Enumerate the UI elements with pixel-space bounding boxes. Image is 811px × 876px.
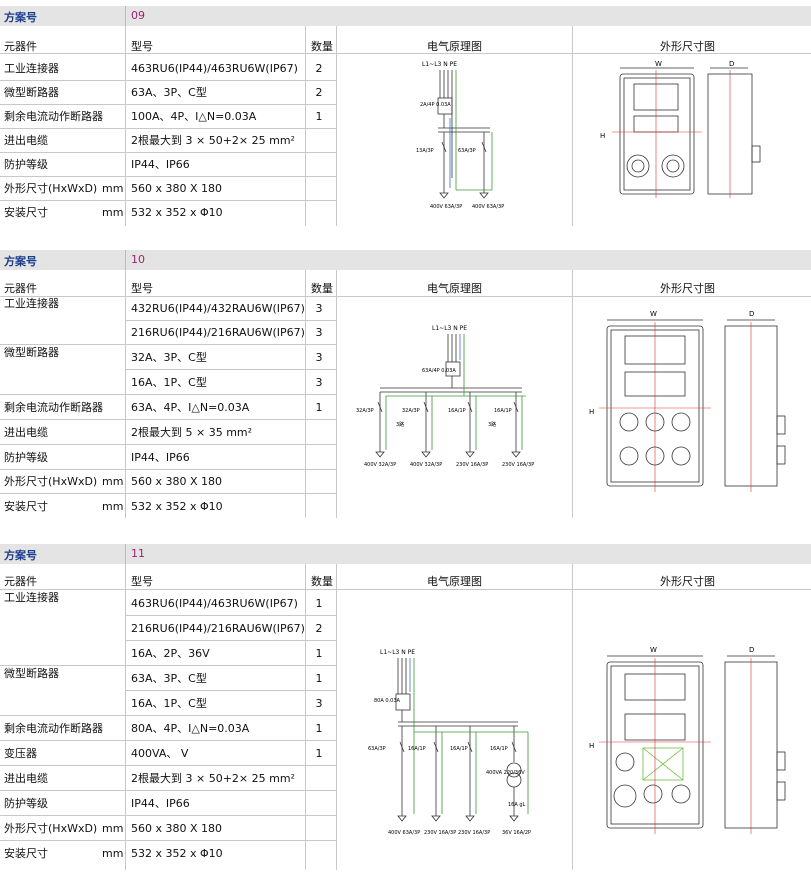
plan-label: 方案号 — [4, 255, 37, 268]
svg-text:16A/1P: 16A/1P — [448, 408, 466, 414]
outline-drawing: W D H — [589, 646, 786, 834]
plan-label: 方案号 — [4, 549, 37, 562]
col-model: 型号 — [131, 282, 153, 295]
outline-drawing: W D H — [589, 310, 786, 492]
schematic-diagram: L1~L3 N PE 80A 0.03A 63A/3P 16A/1P 16A/1… — [368, 649, 531, 836]
svg-text:36V 16A/2P: 36V 16A/2P — [502, 830, 531, 836]
schematic-diagram: L1~L3 N PE 2A/4P 0.03A 13A/3P 63A/3P 400… — [416, 61, 504, 210]
plan-header: 方案号 09 — [0, 6, 811, 26]
svg-text:H: H — [589, 742, 594, 750]
plan-number: 10 — [131, 253, 145, 266]
svg-text:D: D — [749, 310, 754, 318]
col-quantity: 数量 — [311, 282, 333, 295]
outline-drawing: W D H — [600, 60, 761, 198]
col-model: 型号 — [131, 575, 153, 588]
svg-text:16A/1P: 16A/1P — [494, 408, 512, 414]
svg-text:16A/1P: 16A/1P — [408, 746, 426, 752]
col-component: 元器件 — [4, 282, 37, 295]
plan-number: 09 — [131, 9, 145, 22]
col-component: 元器件 — [4, 575, 37, 588]
col-quantity: 数量 — [311, 40, 333, 53]
svg-text:D: D — [729, 60, 734, 68]
svg-text:2A/4P 0.03A: 2A/4P 0.03A — [420, 102, 451, 108]
col-outline: 外形尺寸图 — [660, 282, 715, 295]
svg-text:L1~L3 N PE: L1~L3 N PE — [432, 325, 467, 332]
col-quantity: 数量 — [311, 575, 333, 588]
svg-text:W: W — [655, 60, 662, 68]
svg-text:32A/3P: 32A/3P — [356, 408, 374, 414]
svg-text:W: W — [650, 646, 657, 654]
svg-text:3路: 3路 — [396, 421, 404, 428]
col-component: 元器件 — [4, 40, 37, 53]
svg-text:400V 32A/3P: 400V 32A/3P — [410, 462, 442, 468]
plan-number: 11 — [131, 547, 145, 560]
svg-text:16A/1P: 16A/1P — [490, 746, 508, 752]
svg-text:400V 32A/3P: 400V 32A/3P — [364, 462, 396, 468]
svg-text:16A gL: 16A gL — [508, 802, 526, 808]
svg-text:H: H — [589, 408, 594, 416]
svg-text:80A 0.03A: 80A 0.03A — [374, 698, 401, 704]
svg-text:13A/3P: 13A/3P — [416, 148, 434, 154]
schematic-diagram: L1~L3 N PE 63A/4P 0.03A 32A/3P 32A/3P 16… — [356, 325, 534, 468]
svg-text:230V 16A/3P: 230V 16A/3P — [502, 462, 534, 468]
svg-text:400V 63A/3P: 400V 63A/3P — [472, 204, 504, 210]
svg-text:16A/1P: 16A/1P — [450, 746, 468, 752]
svg-text:H: H — [600, 132, 605, 140]
svg-text:L1~L3 N PE: L1~L3 N PE — [422, 61, 457, 68]
svg-text:400VA 220/36V: 400VA 220/36V — [486, 770, 525, 776]
svg-text:63A/3P: 63A/3P — [368, 746, 386, 752]
plan-header: 方案号 11 — [0, 544, 811, 564]
plan-header: 方案号 10 — [0, 250, 811, 270]
plan-label: 方案号 — [4, 11, 37, 24]
svg-text:400V 63A/3P: 400V 63A/3P — [388, 830, 420, 836]
svg-text:32A/3P: 32A/3P — [402, 408, 420, 414]
col-schematic: 电气原理图 — [427, 40, 482, 53]
svg-text:D: D — [749, 646, 754, 654]
svg-text:400V 63A/3P: 400V 63A/3P — [430, 204, 462, 210]
svg-text:230V 16A/3P: 230V 16A/3P — [458, 830, 490, 836]
col-outline: 外形尺寸图 — [660, 575, 715, 588]
svg-text:3路: 3路 — [488, 421, 496, 428]
svg-text:63A/3P: 63A/3P — [458, 148, 476, 154]
col-outline: 外形尺寸图 — [660, 40, 715, 53]
col-schematic: 电气原理图 — [427, 575, 482, 588]
svg-text:230V 16A/3P: 230V 16A/3P — [424, 830, 456, 836]
svg-text:W: W — [650, 310, 657, 318]
col-model: 型号 — [131, 40, 153, 53]
col-schematic: 电气原理图 — [427, 282, 482, 295]
svg-text:L1~L3 N PE: L1~L3 N PE — [380, 649, 415, 656]
svg-text:63A/4P 0.03A: 63A/4P 0.03A — [422, 368, 456, 374]
svg-text:230V 16A/3P: 230V 16A/3P — [456, 462, 488, 468]
